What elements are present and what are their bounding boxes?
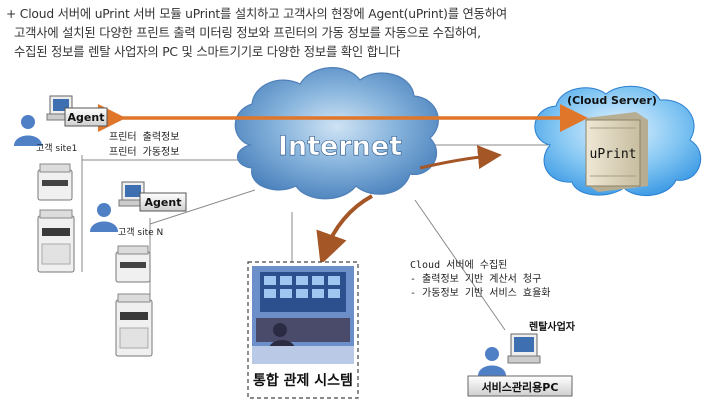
server-icon bbox=[585, 112, 648, 192]
siteN-agent-pc: Agent bbox=[118, 181, 187, 212]
intro-line-3: 수집된 정보를 렌탈 사업자의 PC 및 스마트기기로 다양한 정보를 확인 합… bbox=[14, 45, 401, 59]
site1-agent-label: Agent bbox=[68, 111, 105, 124]
intro-line-1: + Cloud 서버에 uPrint 서버 모듈 uPrint를 설치하고 고객… bbox=[6, 7, 507, 21]
server-label: uPrint bbox=[590, 147, 637, 162]
rental-label: 렌탈사업자 bbox=[529, 320, 576, 333]
cloud-collect-item-2: - 가동정보 기반 서비스 효율화 bbox=[410, 287, 551, 299]
site1-info-line2: 프린터 가동정보 bbox=[109, 146, 179, 158]
uplink-arrow bbox=[419, 145, 502, 170]
rental-user-icon bbox=[478, 347, 506, 376]
control-arrow bbox=[316, 194, 373, 266]
siteN-user-icon bbox=[90, 203, 118, 232]
intro-text: + Cloud 서버에 uPrint 서버 모듈 uPrint를 설치하고 고객… bbox=[0, 0, 723, 60]
internet-cloud: Internet bbox=[234, 67, 439, 200]
service-pc-label: 서비스관리용PC bbox=[482, 380, 559, 394]
control-system bbox=[247, 261, 359, 399]
site1-user-icon bbox=[14, 115, 42, 146]
site1-printer-1 bbox=[37, 163, 73, 201]
cloud-collect-title: Cloud 서버에 수집된 bbox=[410, 259, 507, 271]
site1-label: 고객 site1 bbox=[36, 143, 77, 154]
siteN-agent-label: Agent bbox=[145, 196, 182, 209]
site1-agent-pc: Agent bbox=[46, 95, 108, 127]
cloud-collect-item-1: - 출력정보 기반 계산서 청구 bbox=[410, 273, 541, 285]
service-pc-box bbox=[467, 375, 573, 397]
siteN-label: 고객 site N bbox=[118, 227, 163, 238]
rental-pc-icon bbox=[507, 333, 541, 364]
connector-lines bbox=[81, 144, 548, 340]
site1-info-line1: 프린터 출력정보 bbox=[109, 131, 179, 143]
cloud-server-label: (Cloud Server) bbox=[567, 94, 657, 107]
internet-label: Internet bbox=[278, 131, 402, 162]
control-system-label: 통합 관제 시스템 bbox=[253, 372, 353, 389]
intro-line-2: 고객사에 설치된 다양한 프린트 출력 미터링 정보와 프린터의 가동 정보를 … bbox=[14, 26, 481, 40]
site1-printer-2 bbox=[37, 209, 75, 273]
cloud-server-cloud: (Cloud Server) uPrint bbox=[534, 85, 702, 197]
siteN-printer-1 bbox=[115, 245, 151, 283]
siteN-printer-2 bbox=[115, 293, 153, 357]
